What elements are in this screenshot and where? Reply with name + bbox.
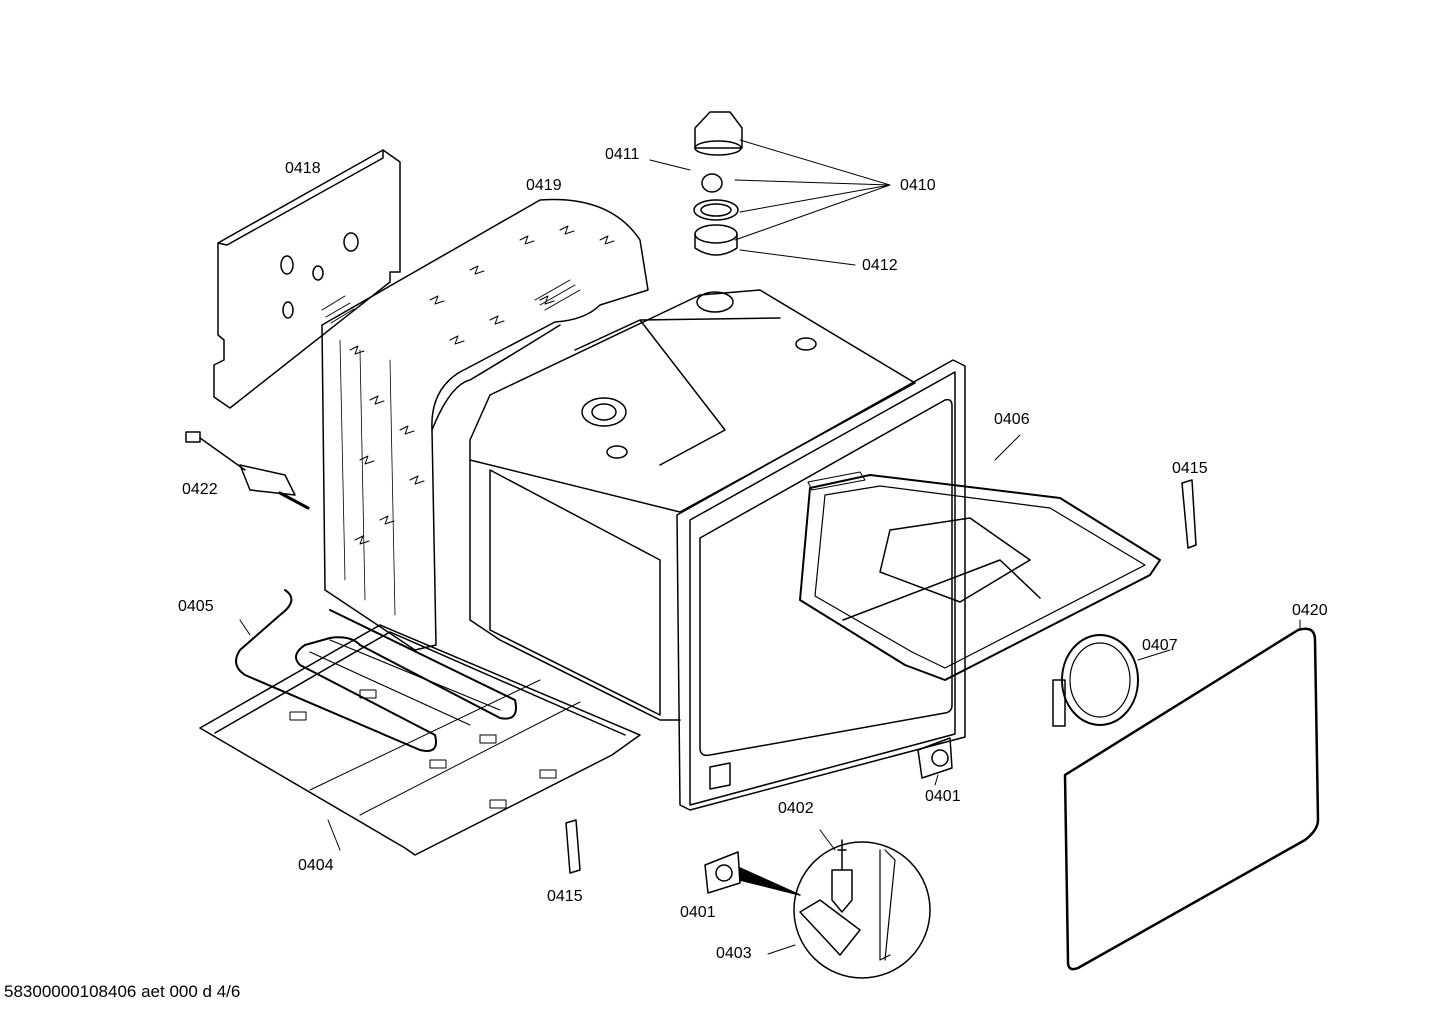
- label-0422: 0422: [182, 481, 218, 498]
- leader-lines: [239, 139, 1301, 955]
- oven-cavity-housing: [469, 289, 916, 721]
- thermostat-assembly: [693, 111, 743, 256]
- label-0419: 0419: [526, 177, 562, 194]
- label-0401-right: 0401: [925, 788, 961, 805]
- top-heating-element: [799, 471, 1161, 681]
- lamp-socket-right: [917, 737, 953, 779]
- bracket-right: [1181, 479, 1197, 549]
- front-frame: [676, 359, 966, 811]
- label-0405: 0405: [178, 598, 214, 615]
- temperature-sensor: [185, 431, 310, 510]
- lamp-socket-bottom: [704, 851, 801, 896]
- label-0407: 0407: [1142, 637, 1178, 654]
- label-0411: 0411: [605, 146, 640, 163]
- label-0415-right: 0415: [1172, 460, 1208, 477]
- label-0406: 0406: [994, 411, 1030, 428]
- label-0404: 0404: [298, 857, 334, 874]
- bracket-bottom: [565, 819, 581, 874]
- circular-heating-element: [1052, 634, 1139, 727]
- label-0415-bottom: 0415: [547, 888, 583, 905]
- drawing-reference-footer: 58300000108406 aet 000 d 4/6: [4, 982, 241, 1001]
- label-0412: 0412: [862, 257, 898, 274]
- label-0401-bottom: 0401: [680, 904, 716, 921]
- door-seal: [1063, 627, 1320, 971]
- label-0410: 0410: [900, 177, 936, 194]
- lamp-detail-circle: [793, 839, 931, 979]
- insulation-wrap: [321, 198, 649, 651]
- label-0420: 0420: [1292, 602, 1328, 619]
- bottom-heating-element: [235, 589, 517, 752]
- rear-insulation-panel: [213, 149, 401, 409]
- label-0403: 0403: [716, 945, 752, 962]
- label-0402: 0402: [778, 800, 814, 817]
- bottom-plate: [199, 624, 641, 856]
- label-0418: 0418: [285, 160, 321, 177]
